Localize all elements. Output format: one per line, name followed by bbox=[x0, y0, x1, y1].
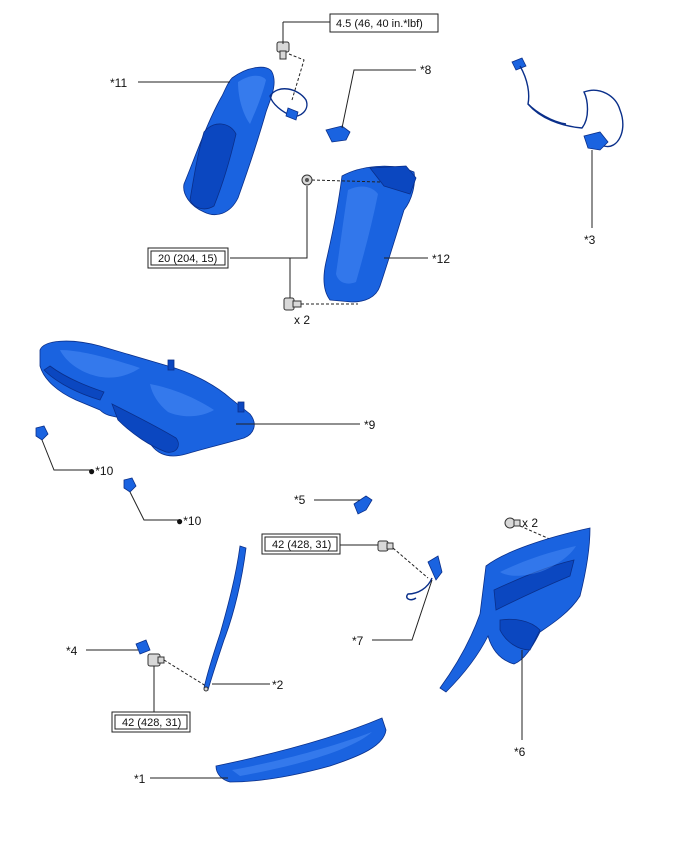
torque-box-top bbox=[329, 13, 439, 33]
qty-bolt-6: x 2 bbox=[522, 516, 538, 530]
bolt-11 bbox=[276, 41, 290, 60]
label-8: *8 bbox=[420, 63, 432, 77]
part-7-hinge-cover bbox=[406, 555, 443, 601]
part-9-seat-cushion bbox=[39, 340, 255, 457]
seatback-strap bbox=[269, 88, 308, 121]
label-1: *1 bbox=[134, 772, 146, 786]
bolt-6 bbox=[504, 517, 521, 529]
torque-top: 4.5 (46, 40 in.*lbf) bbox=[336, 18, 423, 30]
label-2: *2 bbox=[272, 678, 284, 692]
label-4: *4 bbox=[66, 644, 78, 658]
label-12: *12 bbox=[432, 252, 450, 266]
label-10b: ●*10 bbox=[176, 514, 202, 528]
nut-12 bbox=[301, 174, 313, 186]
part-4-clip bbox=[135, 639, 151, 655]
part-6-side-panel bbox=[439, 527, 591, 693]
torque-42-low: 42 (428, 31) bbox=[122, 717, 181, 729]
part-10a-clip bbox=[35, 425, 49, 441]
torque-box-42-low-inner bbox=[114, 714, 188, 730]
torque-20: 20 (204, 15) bbox=[158, 253, 217, 265]
label-6: *6 bbox=[514, 745, 526, 759]
part-5-bracket bbox=[353, 495, 373, 515]
bolt-2 bbox=[147, 653, 165, 667]
part-2-strip bbox=[203, 545, 247, 692]
torque-box-42-mid-inner bbox=[264, 536, 338, 552]
torque-box-20-inner bbox=[150, 250, 226, 266]
part-3-wire-harness bbox=[511, 57, 624, 151]
label-7: *7 bbox=[352, 634, 364, 648]
label-9: *9 bbox=[364, 418, 376, 432]
bolt-12 bbox=[283, 297, 302, 311]
qty-bolt-12: x 2 bbox=[294, 313, 310, 327]
label-3: *3 bbox=[584, 233, 596, 247]
part-8-clip bbox=[325, 125, 351, 143]
torque-42-mid: 42 (428, 31) bbox=[272, 539, 331, 551]
part-10b-clip bbox=[123, 477, 137, 493]
bolt-7 bbox=[377, 540, 394, 552]
label-10a: ●*10 bbox=[88, 464, 114, 478]
part-12-seatback-panel bbox=[323, 165, 417, 303]
label-5: *5 bbox=[294, 493, 306, 507]
label-11: *11 bbox=[110, 76, 127, 90]
part-11-seatback-cover bbox=[183, 66, 275, 215]
part-1-scuff-plate bbox=[215, 717, 387, 783]
